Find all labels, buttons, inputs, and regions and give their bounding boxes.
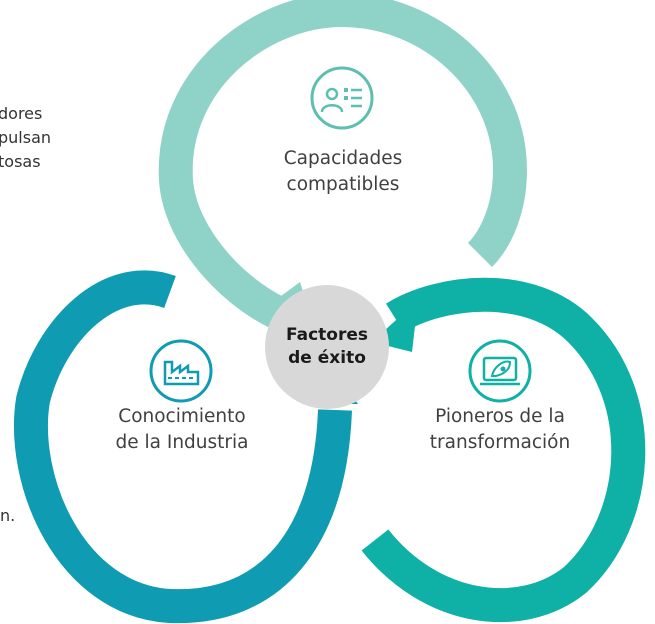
right-circle-label-line2: transformación xyxy=(429,432,571,453)
center-title-line1: Factores xyxy=(285,325,368,345)
right-circle-label: Pioneros de la transformación xyxy=(414,404,586,456)
bottom-text-fragment: n. xyxy=(0,506,16,525)
intro-line-1: dores xyxy=(0,104,43,123)
top-circle-label-line1: Capacidades xyxy=(283,148,403,169)
factory-icon xyxy=(149,339,213,403)
left-circle-label-line2: de la Industria xyxy=(115,432,249,453)
intro-line-3: tosas xyxy=(0,152,41,171)
right-circle-label-line1: Pioneros de la xyxy=(435,406,565,427)
top-circle-label-line2: compatibles xyxy=(286,174,400,195)
intro-text-fragment: dores pulsan tosas xyxy=(0,102,51,174)
intro-line-2: pulsan xyxy=(0,128,52,147)
center-title-line2: de éxito xyxy=(288,348,366,368)
rocket-laptop-icon xyxy=(468,339,532,403)
center-circle: Factores de éxito xyxy=(265,285,389,409)
left-circle-label: Conocimiento de la Industria xyxy=(96,404,268,456)
left-circle-label-line1: Conocimiento xyxy=(118,406,246,427)
top-circle-label: Capacidades compatibles xyxy=(268,146,418,198)
team-presentation-icon xyxy=(310,66,374,130)
